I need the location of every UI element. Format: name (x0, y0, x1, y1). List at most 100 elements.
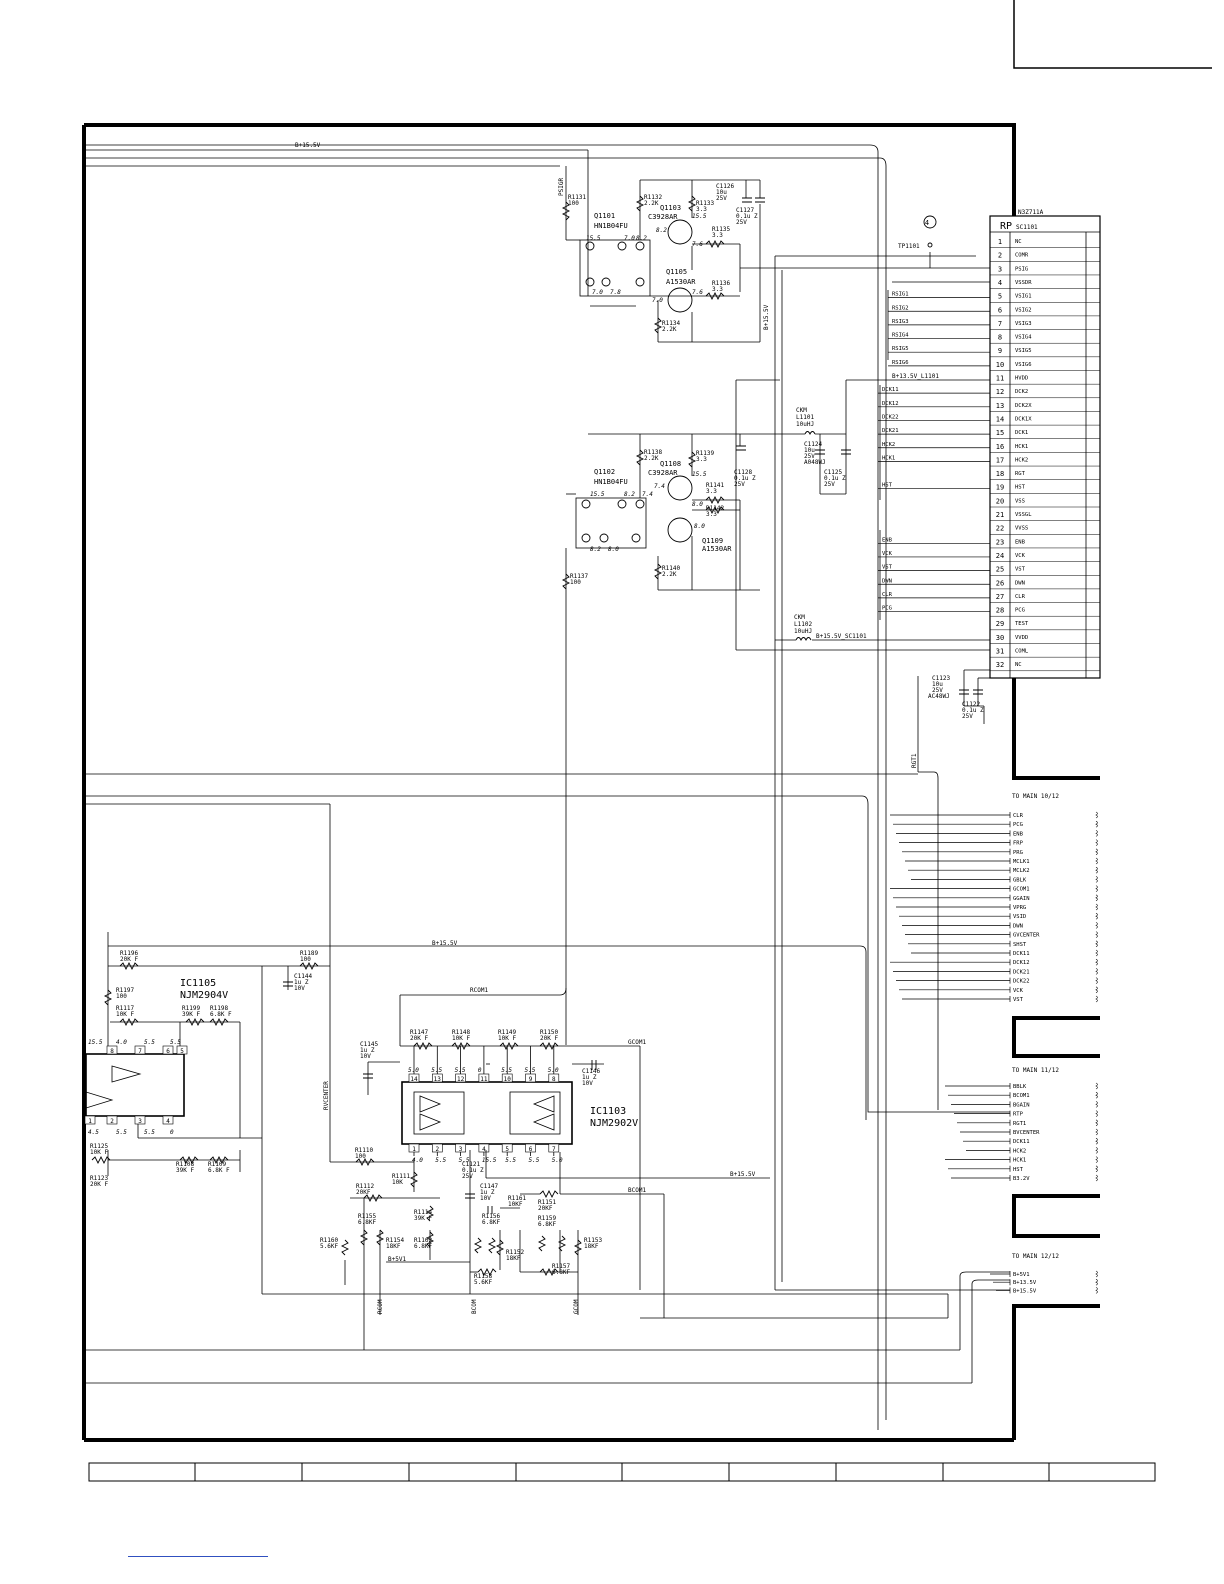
q1108-ref: Q1108 (660, 460, 681, 468)
r1159-ref: R1159 (538, 1215, 556, 1222)
r1141-symbol (705, 495, 725, 505)
r1140-value: 2.2K (662, 571, 677, 578)
c1125-value: 0.1u Z (824, 475, 846, 482)
to-main-10-signals: CLRPCGENBFRPPRGMCLK1MCLK2GBLKGCOM1GGAINV… (890, 811, 1098, 1003)
testpoint-number: 4 (925, 219, 929, 227)
r1139-ref: R1139 (696, 450, 714, 457)
r1149-ref: R1149 (498, 1029, 516, 1036)
to-main-signal-label: DCK11 (1013, 951, 1030, 957)
connector-prefix: RP (1000, 221, 1012, 232)
l1101-ref: L1101 (796, 414, 814, 421)
ic1105-part: NJM2904V (180, 990, 228, 1001)
r1136-ref: R1136 (712, 280, 730, 287)
r1138-value: 2.2K (644, 455, 659, 462)
r1135-value: 3.3 (712, 232, 723, 239)
c1147-ref: C1147 (480, 1183, 498, 1190)
c1122-voltage: 25V (962, 713, 973, 720)
connector-pin-number: 21 (996, 511, 1004, 519)
c1144-voltage: 10V (294, 985, 305, 992)
l1101-rail-label: B+13.5V_L1101 (892, 373, 939, 380)
r1108-value: 39K F (176, 1167, 194, 1174)
connector-net-label: HST (882, 483, 893, 489)
r1196-value: 20K F (120, 956, 138, 963)
ic1103-voltage: 5.5 (505, 1157, 516, 1164)
r1159-value: 6.8KF (538, 1221, 556, 1228)
connector-pin-number: 11 (996, 375, 1004, 383)
q1102-v3: 7.4 (642, 491, 653, 498)
l1101-type: CKM (796, 407, 807, 414)
c1146-value: 1u Z (582, 1074, 597, 1081)
r1154-value: 18KF (386, 1243, 401, 1250)
c1121-voltage: 25V (462, 1173, 473, 1180)
r1189-value: 100 (300, 956, 311, 963)
q1109-ref: Q1109 (702, 537, 723, 545)
c1144-value: 1u Z (294, 979, 309, 986)
q1101-v5: 7.8 (610, 289, 621, 296)
r1132-ref: R1132 (644, 194, 662, 201)
q1108-part: C3928AR (648, 469, 678, 477)
c1122-value: 0.1u Z (962, 707, 984, 714)
rcom-label: RCOM (377, 1299, 384, 1314)
r1125-ref: R1125 (90, 1143, 108, 1150)
connector-pin-name: ENB (1015, 539, 1026, 545)
q1103-vb: 8.2 (656, 227, 667, 234)
ic1105-v4: 0 (170, 1129, 174, 1136)
r1156-value: 6.8KF (482, 1219, 500, 1226)
connector-pin-number: 23 (996, 538, 1004, 546)
to-main-signal-label: CLR (1013, 813, 1024, 819)
connector-net-label: RSIG5 (892, 346, 909, 352)
r1140-symbol (653, 563, 663, 580)
r1134-value: 2.2K (662, 326, 677, 333)
connector-pin-number: 1 (998, 238, 1002, 246)
ic1105-v3: 5.5 (144, 1129, 155, 1136)
connector-net-label: DCK21 (882, 428, 899, 434)
to-main-signal-label: ENB (1013, 831, 1024, 837)
connector-pin-number: 26 (996, 579, 1004, 587)
connector-pin-number: 19 (996, 484, 1004, 492)
ic1103-pin-number: 9 (529, 1076, 533, 1083)
q1105-ref: Q1105 (666, 268, 687, 276)
rcom1-label: RCOM1 (470, 987, 488, 994)
to-main-signal-label: HST (1013, 1167, 1024, 1173)
r1131-value: 100 (568, 200, 579, 207)
to-main-signal-label: DCK11 (1013, 1139, 1030, 1145)
connector-pin-name: VSIG6 (1015, 362, 1032, 368)
to-main-signal-label: RTP (1013, 1112, 1024, 1118)
connector-pin-number: 30 (996, 634, 1004, 642)
q1102-v4: 8.2 (590, 546, 601, 553)
b5v1-label: B+5V1 (388, 1256, 406, 1263)
ic1103-voltage: 5.5 (525, 1067, 536, 1074)
l1101-symbol (804, 431, 816, 436)
r1137-ref: R1137 (570, 573, 588, 580)
to-main-signal-label: DCK21 (1013, 969, 1030, 975)
r1160-ref: R1160 (320, 1237, 338, 1244)
to-main-signal-label: MCLK1 (1013, 859, 1030, 865)
r1197-ref: R1197 (116, 987, 134, 994)
to-main-signal-label: B3.2V (1013, 1176, 1030, 1182)
to-main-signal-label: PRG (1013, 850, 1023, 856)
c1124-ref: C1124 (804, 441, 822, 448)
connector-pin-name: VVSS (1015, 526, 1028, 532)
r1135-symbol (705, 239, 725, 249)
c1145-voltage: 10V (360, 1053, 371, 1060)
ic1105-v5: 5.5 (170, 1039, 181, 1046)
c1147-value: 1u Z (480, 1189, 495, 1196)
connector-net-label: HCK1 (882, 455, 895, 461)
connector-pin-number: 20 (996, 497, 1004, 505)
ic1103-voltage: 5.0 (548, 1067, 559, 1074)
to-main-11-title: TO MAIN 11/12 (1012, 1067, 1059, 1074)
connector-pin-number: 16 (996, 443, 1004, 451)
connector-net-labels: RSIG1RSIG2RSIG3RSIG4RSIG5RSIG6DCK11DCK12… (878, 292, 990, 612)
connector-net-label: PCG (882, 606, 892, 612)
ic1105-pin-number: 1 (88, 1118, 92, 1125)
connector-net-label: RSIG6 (892, 360, 909, 366)
to-main-signal-label: FRP (1013, 841, 1024, 847)
r1141-value: 3.3 (706, 488, 717, 495)
connector-pin-number: 22 (996, 525, 1004, 533)
r1142-ref: R1142 (706, 505, 724, 512)
rgt1-label: RGT1 (911, 753, 918, 768)
footer-link-underline[interactable] (128, 1556, 268, 1557)
